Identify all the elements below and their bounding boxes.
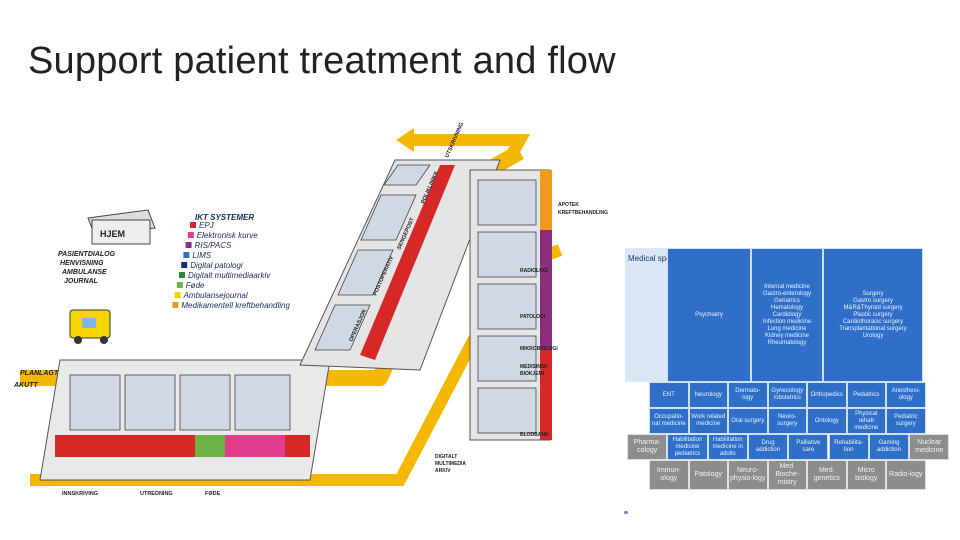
specialty-cell: Patology xyxy=(688,460,728,490)
cell-psychiatry: Psychiatry xyxy=(667,248,751,382)
ikt-swatch xyxy=(181,262,188,268)
specialty-cell: Physical rehab medicine xyxy=(846,408,886,434)
slide-marker xyxy=(624,511,628,514)
specialty-line: Internal medicine xyxy=(764,283,810,290)
ikt-item-label: Føde xyxy=(186,281,205,290)
right-label: DIGITALT xyxy=(435,454,457,460)
specialty-cell: Habilitation medicine pediatrics xyxy=(667,434,708,460)
specialty-cell: Oral surgery xyxy=(728,408,768,434)
right-label: ARKIV xyxy=(435,468,451,474)
specialty-cell: Neuro-physio-logy xyxy=(728,460,768,490)
bottom-label: INNSKRIVING xyxy=(62,491,98,497)
ikt-item-label: Digital patologi xyxy=(190,261,243,270)
specialty-cell: Radio-logy xyxy=(886,460,926,490)
specialty-cell: Occupatio-nal medicine xyxy=(649,408,689,434)
specialty-cell: Work related medicine xyxy=(688,408,728,434)
ikt-swatch xyxy=(176,282,183,288)
ikt-title: IKT SYSTEMER xyxy=(195,213,254,222)
specialty-cell: Orthopedics xyxy=(807,382,847,408)
ikt-item-label: Digitalt multimediaarkiv xyxy=(188,271,271,280)
ikt-swatch xyxy=(185,242,192,248)
specialty-line: Urology xyxy=(862,332,884,339)
ambulance-icon xyxy=(69,309,111,344)
right-label: MEDISINSK xyxy=(520,364,548,370)
specialty-line: Infection medicine xyxy=(762,318,812,325)
specialty-line: Cardiothoracic surgery xyxy=(842,318,904,325)
right-label: RADIOLOGI xyxy=(520,268,549,274)
specialty-line: Rheumatology xyxy=(767,339,807,346)
specialty-cell: Nuclear medicine xyxy=(909,434,950,460)
specialty-line: Lung medicine xyxy=(767,325,807,332)
specialty-line: Plastic surgery xyxy=(853,311,893,318)
specialty-line: Gastro-enterology xyxy=(762,290,812,297)
ikt-item-label: Ambulansejournal xyxy=(183,291,248,300)
specialty-cell: Med. genetics xyxy=(807,460,847,490)
bottom-label: FØDE xyxy=(205,491,221,497)
ikt-swatch xyxy=(187,232,194,238)
planned-label: PLANLAGT xyxy=(20,370,59,377)
specialty-line: Geriatrics xyxy=(774,297,800,304)
specialty-cell: Gaming addiction xyxy=(868,434,910,460)
specialty-cell: Pediatrics xyxy=(846,382,886,408)
specialty-cell: Ontology xyxy=(807,408,847,434)
specialty-cell: Gynecology /obstetrics xyxy=(767,382,807,408)
specialty-cell: Palliative care xyxy=(788,434,829,460)
ikt-item-label: LIMS xyxy=(192,251,211,260)
specialty-cell: Med. Bioche-mistry xyxy=(767,460,807,490)
right-label: PATOLOGI xyxy=(520,314,546,320)
hospital-workflow-illustration: HJEM PASIENTDIALOG HENVISNING AMBULANSE … xyxy=(13,122,608,497)
right-label: MULTIMEDIA xyxy=(435,461,466,467)
specialty-cell: Rehabilita-tion xyxy=(828,434,869,460)
ikt-swatch xyxy=(179,272,185,278)
specialty-line: Cardiology xyxy=(772,311,802,318)
specialty-cell: ENT xyxy=(649,382,689,408)
ikt-item-label: Medikamentell kreftbehandling xyxy=(181,301,290,310)
specialty-line: Surgery xyxy=(862,290,884,297)
ikt-swatch xyxy=(183,252,190,258)
left-label: PASIENTDIALOG xyxy=(58,251,116,258)
ikt-item-label: Elektronisk kurve xyxy=(197,231,258,240)
flow-return-arrow xyxy=(410,134,531,161)
ikt-swatch xyxy=(190,222,196,228)
left-label: JOURNAL xyxy=(64,278,98,285)
specialty-line: M&R&Thyroid surgery xyxy=(843,304,903,311)
left-label: HENVISNING xyxy=(60,260,104,267)
bottom-label: UTREDNING xyxy=(140,491,173,497)
specialty-cell: Immun-ology xyxy=(649,460,689,490)
specialty-line: Hematology xyxy=(770,304,803,311)
right-label: MIKROBIOLOGI xyxy=(520,346,558,352)
ikt-swatch xyxy=(172,302,179,308)
specialty-cell: Drug addiction xyxy=(747,434,789,460)
home-label: HJEM xyxy=(100,229,125,239)
ikt-swatch xyxy=(174,292,181,298)
ikt-item-label: RIS/PACS xyxy=(195,241,232,250)
specialty-cell: Anesthesi-ology xyxy=(886,382,926,408)
specialty-cell: Pediatric surgery xyxy=(886,408,926,434)
arrow-head-icon xyxy=(396,128,414,152)
right-label: APOTEK xyxy=(558,202,579,208)
specialty-cell: Neurology xyxy=(688,382,728,408)
right-label: BIOKJEMI xyxy=(520,371,545,377)
right-label: KREFTBEHANDLING xyxy=(558,210,608,216)
left-label: AMBULANSE xyxy=(61,269,107,276)
specialty-cell: Habilitation medicine in adults xyxy=(707,434,748,460)
right-label: BLODBANK xyxy=(520,432,549,438)
specialty-line: Transplantational surgery xyxy=(839,325,907,332)
specialty-line: Kidney medicine xyxy=(764,332,810,339)
acute-label: AKUTT xyxy=(13,382,38,389)
ikt-item-label: EPJ xyxy=(199,221,215,230)
specialty-cell: Pharma-cology xyxy=(627,434,668,460)
specialty-cell: Neuro-surgery xyxy=(767,408,807,434)
specialty-line: Gastro surgery xyxy=(853,297,893,304)
medical-specialties-grid: Medical specialties Psychiatry Internal … xyxy=(625,248,950,490)
specialty-cell: Dermato-logy xyxy=(728,382,768,408)
specialty-cell: Micro biology xyxy=(846,460,886,490)
slide-title: Support patient treatment and flow xyxy=(28,40,616,82)
